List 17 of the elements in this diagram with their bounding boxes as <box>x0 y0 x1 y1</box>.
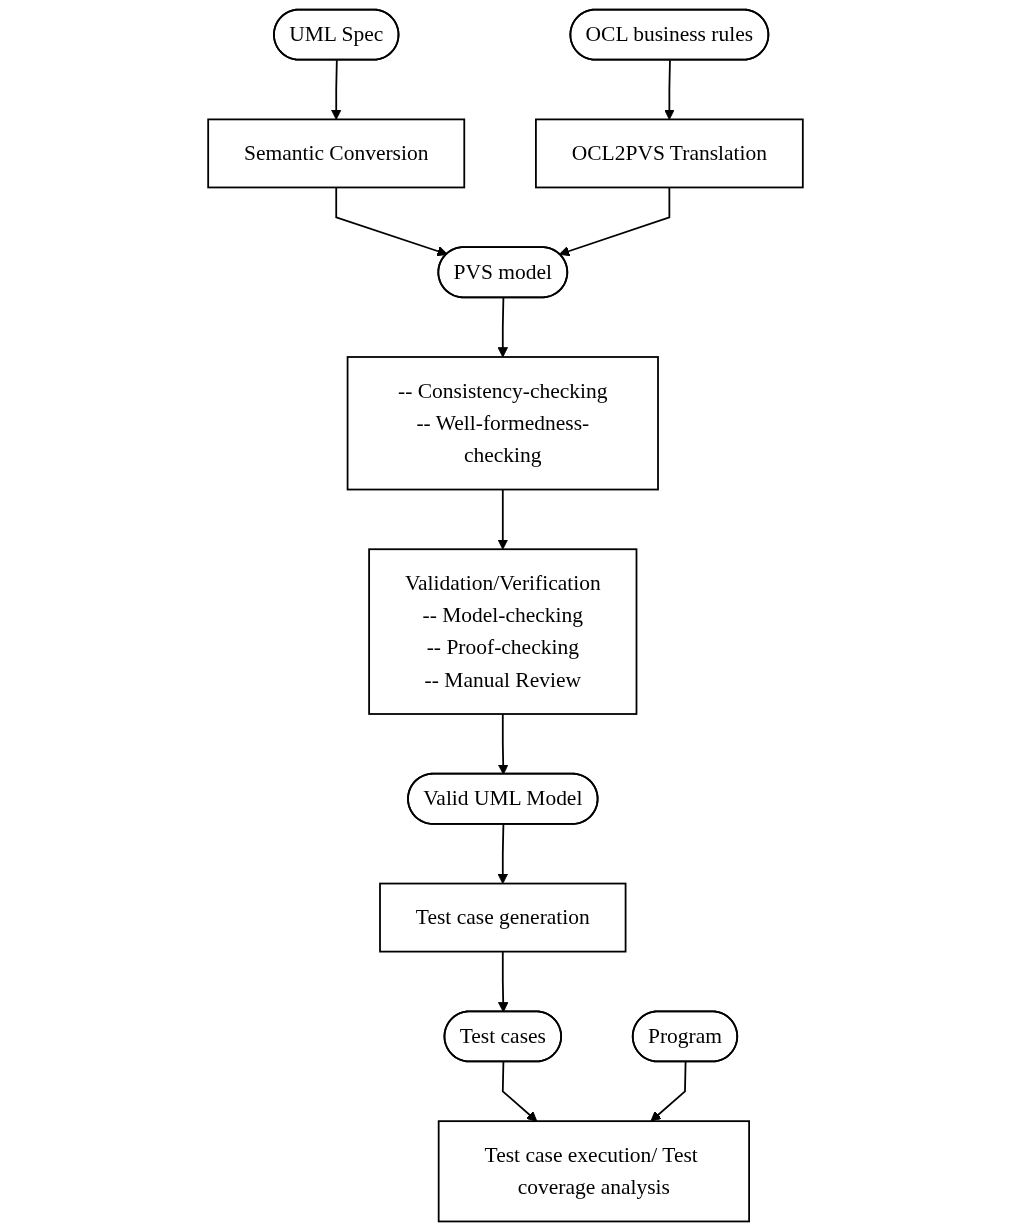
node-box: Semantic Conversion <box>207 118 466 189</box>
node-box: Validation/Verification -- Model-checking -- Proof-checking -- Manual Review <box>368 548 638 715</box>
arrow <box>559 186 671 257</box>
arrow <box>335 186 448 257</box>
arrow <box>497 488 509 550</box>
arrow <box>650 1061 687 1122</box>
node-box: OCL2PVS Translation <box>535 118 804 189</box>
node-box: -- Consistency-checking -- Well-formedness-checking <box>346 356 659 491</box>
arrow <box>497 950 509 1013</box>
arrow <box>497 823 509 885</box>
arrow <box>330 59 342 120</box>
arrow <box>664 59 675 120</box>
node-box: Test case generation <box>379 882 627 953</box>
node-box: Test case execution/ Test coverage analysis <box>437 1120 750 1223</box>
arrow <box>501 1061 538 1122</box>
arrow <box>497 713 509 775</box>
arrow <box>497 297 509 358</box>
